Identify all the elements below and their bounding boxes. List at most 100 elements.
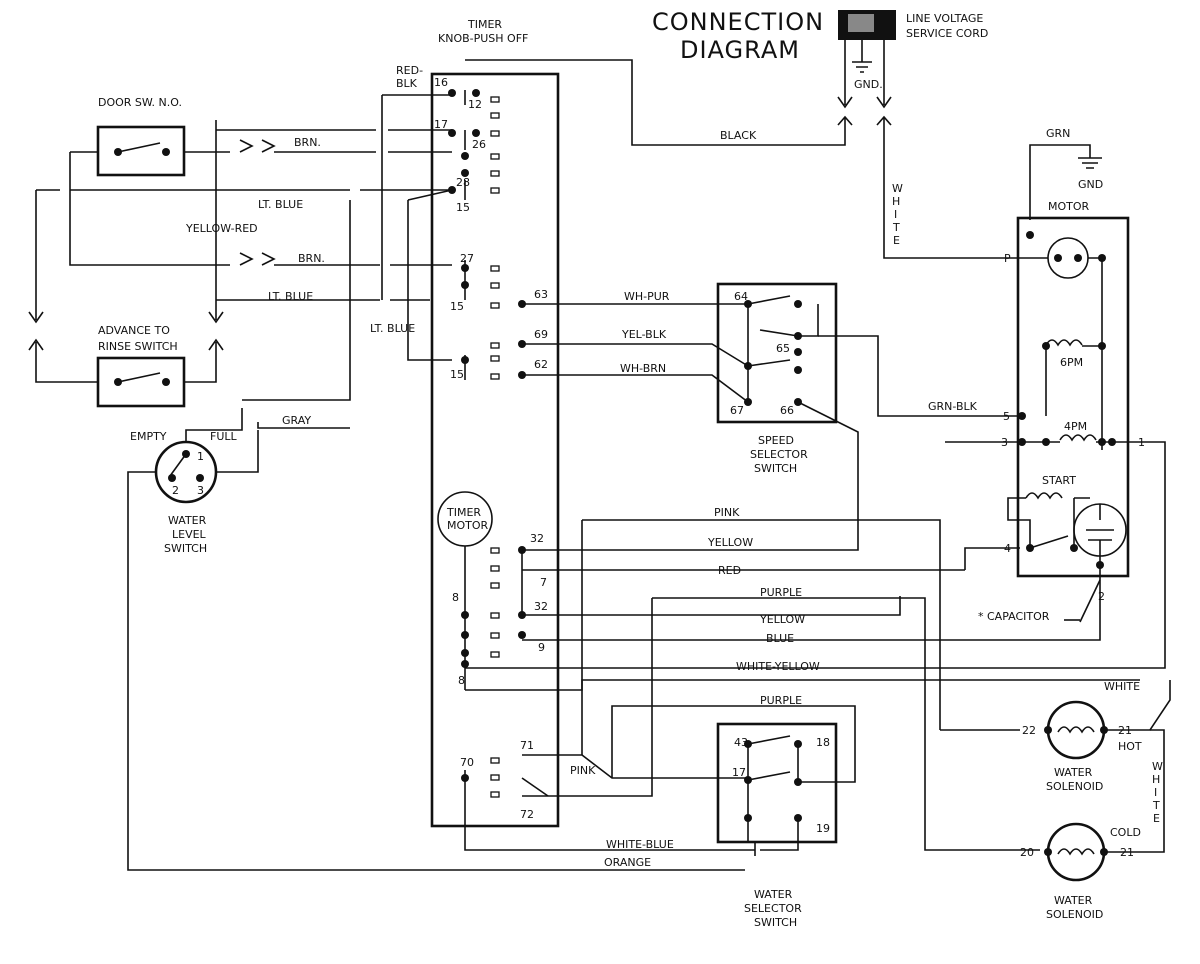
svg-text:26: 26 <box>472 138 486 151</box>
wire-label-wh-brn: WH-BRN <box>620 362 666 375</box>
svg-text:22: 22 <box>1022 724 1036 737</box>
svg-text:P: P <box>1004 252 1011 265</box>
capacitor-label: * CAPACITOR <box>978 610 1050 623</box>
wire-label-pink-2: PINK <box>570 764 596 777</box>
wire-label-blue: BLUE <box>766 632 794 645</box>
svg-text:43: 43 <box>734 736 748 749</box>
advance-switch-label-2: RINSE SWITCH <box>98 340 178 353</box>
wire-label-yellow-2: YELLOW <box>759 613 805 626</box>
wire-label-lt-blue-3: LT. BLUE <box>370 322 415 335</box>
svg-text:1: 1 <box>1138 436 1145 449</box>
svg-text:T: T <box>1152 799 1160 812</box>
wire-label-brn-2: BRN. <box>298 252 325 265</box>
motor-start-winding-icon <box>1025 492 1063 500</box>
svg-text:WATER: WATER <box>1054 894 1093 907</box>
timer-title-1: TIMER <box>467 18 502 31</box>
service-cord: LINE VOLTAGE SERVICE CORD GND. BLACK <box>465 10 1020 259</box>
svg-text:64: 64 <box>734 290 748 303</box>
timer-terminal-labels: 16 12 17 26 28 15 27 15 15 63 69 62 32 7… <box>434 76 548 821</box>
svg-text:9: 9 <box>538 641 545 654</box>
wire-label-white-blue: WHITE-BLUE <box>606 838 674 851</box>
svg-text:2: 2 <box>1098 590 1105 603</box>
svg-text:W: W <box>1152 760 1163 773</box>
water-selector-switch: 43 18 17 19 WATER SELECTOR SWITCH <box>716 722 838 929</box>
door-switch-label: DOOR SW. N.O. <box>98 96 182 109</box>
cold-water-solenoid: 20 21 COLD WATER SOLENOID <box>1020 729 1165 921</box>
svg-text:LEVEL: LEVEL <box>172 528 207 541</box>
svg-text:HOT: HOT <box>1118 740 1142 753</box>
svg-text:65: 65 <box>776 342 790 355</box>
svg-text:17: 17 <box>434 118 448 131</box>
wire-label-purple-2: PURPLE <box>760 694 802 707</box>
timer: TIMER KNOB-PUSH OFF TIMER MOTOR <box>430 18 755 851</box>
wire-label-red: RED <box>718 564 741 577</box>
motor: GRN GND MOTOR P 6PM 4PM 5 3 1 START 4 2 <box>465 127 1166 669</box>
svg-text:I: I <box>894 208 897 221</box>
svg-text:20: 20 <box>1020 846 1034 859</box>
wire-label-red-blk-1: RED- <box>396 64 423 77</box>
speed-selector-switch: 64 65 67 66 SPEED SELECTOR SWITCH <box>716 282 838 475</box>
timer-motor-label-1: TIMER <box>446 506 481 519</box>
wire-label-white-vertical-2: W H I T E <box>1152 760 1163 825</box>
svg-text:I: I <box>1154 786 1157 799</box>
svg-text:69: 69 <box>534 328 548 341</box>
service-cord-label-1: LINE VOLTAGE <box>906 12 983 25</box>
hot-solenoid-circle <box>1046 700 1106 760</box>
wire-label-white-h: WHITE <box>1104 680 1140 693</box>
motor-label: MOTOR <box>1048 200 1090 213</box>
wire-label-gray: GRAY <box>282 414 311 427</box>
svg-text:SOLENOID: SOLENOID <box>1046 780 1103 793</box>
service-cord-label-2: SERVICE CORD <box>906 27 988 40</box>
svg-text:16: 16 <box>434 76 448 89</box>
wire-label-lt-blue-2: LT. BLUE <box>268 290 313 303</box>
svg-text:12: 12 <box>468 98 482 111</box>
wire-label-wh-pur: WH-PUR <box>624 290 670 303</box>
svg-text:COLD: COLD <box>1110 826 1141 839</box>
wire-label-white-vertical: W H I T E <box>892 182 903 247</box>
svg-text:32: 32 <box>530 532 544 545</box>
wire-label-red-blk-2: BLK <box>396 77 418 90</box>
svg-text:7: 7 <box>540 576 547 589</box>
svg-text:SWITCH: SWITCH <box>164 542 207 555</box>
wire-label-pink-1: PINK <box>714 506 740 519</box>
timer-cam-pins <box>490 96 500 798</box>
svg-text:32: 32 <box>534 600 548 613</box>
motor-box <box>1016 216 1130 578</box>
svg-text:H: H <box>892 195 900 208</box>
svg-text:6PM: 6PM <box>1060 356 1083 369</box>
svg-text:SWITCH: SWITCH <box>754 916 797 929</box>
svg-text:E: E <box>893 234 900 247</box>
door-switch: DOOR SW. N.O. <box>96 96 186 177</box>
svg-text:15: 15 <box>456 201 470 214</box>
hot-solenoid-coil-icon <box>1057 726 1095 734</box>
svg-text:28: 28 <box>456 176 470 189</box>
svg-text:72: 72 <box>520 808 534 821</box>
water-level-full-label: FULL <box>210 430 238 443</box>
wire-label-yellow-1: YELLOW <box>707 536 753 549</box>
wire-label-black: BLACK <box>720 129 757 142</box>
plug-face-icon <box>848 14 874 32</box>
advance-to-rinse-switch: ADVANCE TO RINSE SWITCH <box>96 324 186 408</box>
svg-text:4PM: 4PM <box>1064 420 1087 433</box>
svg-text:SWITCH: SWITCH <box>754 462 797 475</box>
svg-text:18: 18 <box>816 736 830 749</box>
wire-label-grn-blk: GRN-BLK <box>928 400 978 413</box>
door-switch-box <box>96 125 186 177</box>
motor-6pm-winding-icon <box>1045 339 1083 347</box>
svg-text:SOLENOID: SOLENOID <box>1046 908 1103 921</box>
wire-label-lt-blue-1: LT. BLUE <box>258 198 303 211</box>
svg-text:E: E <box>1153 812 1160 825</box>
diagram-title: CONNECTION DIAGRAM <box>652 8 823 64</box>
water-selector-box <box>716 722 838 844</box>
svg-text:62: 62 <box>534 358 548 371</box>
svg-text:WATER: WATER <box>754 888 793 901</box>
speed-selector-box <box>716 282 838 424</box>
svg-text:SELECTOR: SELECTOR <box>744 902 802 915</box>
svg-text:5: 5 <box>1003 410 1010 423</box>
timer-title-2: KNOB-PUSH OFF <box>438 32 528 45</box>
motor-gnd-label: GND <box>1078 178 1103 191</box>
motor-grn-label: GRN <box>1046 127 1070 140</box>
timer-box <box>430 72 560 828</box>
advance-switch-box <box>96 356 186 408</box>
advance-switch-label-1: ADVANCE TO <box>98 324 170 337</box>
